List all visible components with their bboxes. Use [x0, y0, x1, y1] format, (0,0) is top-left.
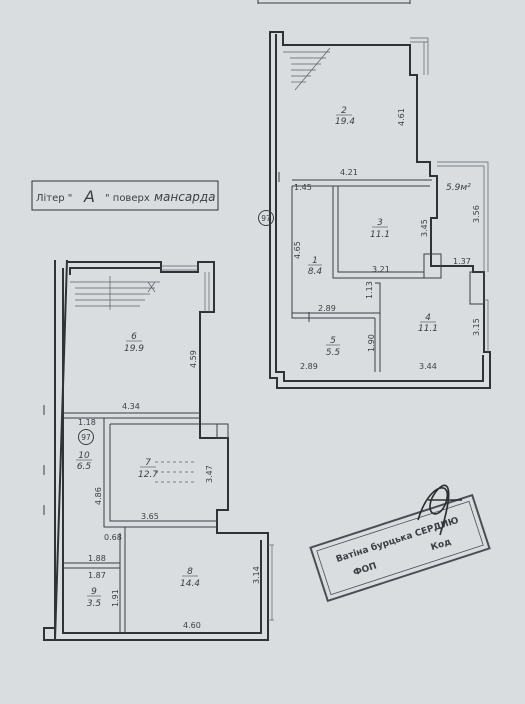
room-2-area: 19.4 — [335, 117, 355, 127]
dim-1-88: 1.88 — [88, 554, 106, 563]
lower-plan: 6 19.9 7 12.7 10 6.5 8 14.4 9 3.5 4.59 1… — [43, 259, 274, 641]
dim-2-89-top: 2.89 — [318, 304, 336, 313]
title-letter: А — [83, 187, 95, 206]
dim-4-61: 4.61 — [397, 108, 406, 126]
dim-4-21: 4.21 — [340, 168, 358, 177]
dim-2-89-bottom: 2.89 — [300, 362, 318, 371]
dim-1-91: 1.91 — [111, 589, 120, 607]
room-3-number: 3 — [377, 218, 383, 228]
room-3-area: 11.1 — [370, 230, 390, 240]
title-prefix: Літер " — [36, 192, 72, 204]
dim-1-18: 1.18 — [78, 418, 96, 427]
dim-1-37: 1.37 — [453, 257, 471, 266]
room-10-area: 6.5 — [77, 462, 92, 472]
room-7-number: 7 — [145, 458, 151, 468]
room-8-area: 14.4 — [180, 579, 200, 589]
circle-mark-upper — [258, 210, 274, 226]
upper-plan: 2 19.4 3 11.1 1 8.4 4 11.1 5 5.5 5.9м² 4… — [258, 31, 491, 389]
dim-4-65: 4.65 — [293, 241, 302, 259]
room-5-number: 5 — [330, 336, 336, 346]
dim-3-47: 3.47 — [205, 465, 214, 483]
dim-3-45: 3.45 — [420, 219, 429, 237]
room-9-area: 3.5 — [87, 599, 102, 609]
room-4-area: 11.1 — [418, 324, 438, 334]
dim-0-68: 0.68 — [104, 533, 122, 542]
room-5-area: 5.5 — [326, 348, 341, 358]
lower-stairs — [70, 276, 160, 310]
room-7-area: 12.7 — [138, 470, 158, 480]
dim-3-21: 3.21 — [372, 265, 390, 274]
upper-outer-wall — [269, 31, 491, 389]
lower-fixture — [155, 461, 195, 483]
room-1-number: 1 — [312, 256, 318, 266]
dim-1-90: 1.90 — [367, 334, 376, 352]
dim-3-15: 3.15 — [472, 318, 481, 336]
room-1-area: 8.4 — [308, 267, 323, 277]
room-6-number: 6 — [131, 332, 137, 342]
dim-3-65: 3.65 — [141, 512, 159, 521]
dim-3-14: 3.14 — [252, 566, 261, 584]
svg-text:97: 97 — [81, 433, 91, 442]
room-6-area: 19.9 — [124, 344, 144, 354]
dim-1-13: 1.13 — [365, 281, 374, 299]
title-box: Літер " А " поверх мансарда — [31, 180, 219, 211]
lower-outer-wall — [43, 259, 269, 641]
dim-3-44: 3.44 — [419, 362, 437, 371]
dim-4-59: 4.59 — [189, 350, 198, 368]
dim-4-34: 4.34 — [122, 402, 140, 411]
room-10-number: 10 — [78, 451, 90, 461]
room-2-number: 2 — [341, 106, 347, 116]
title-floor: мансарда — [154, 190, 215, 204]
dim-4-86: 4.86 — [94, 487, 103, 505]
dim-1-45: 1.45 — [294, 183, 312, 192]
dim-4-60: 4.60 — [183, 621, 201, 630]
circle-mark-lower — [78, 429, 94, 445]
svg-text:97: 97 — [261, 214, 271, 223]
room-8-number: 8 — [187, 567, 193, 577]
balcony-area: 5.9м² — [446, 183, 471, 193]
signature — [417, 484, 462, 536]
room-4-number: 4 — [425, 313, 431, 323]
dim-1-87: 1.87 — [88, 571, 106, 580]
upper-stairs — [283, 47, 331, 91]
dim-3-56: 3.56 — [472, 205, 481, 223]
stamp-frame — [309, 493, 491, 603]
room-9-number: 9 — [91, 587, 97, 597]
title-middle: " поверх — [105, 193, 150, 204]
